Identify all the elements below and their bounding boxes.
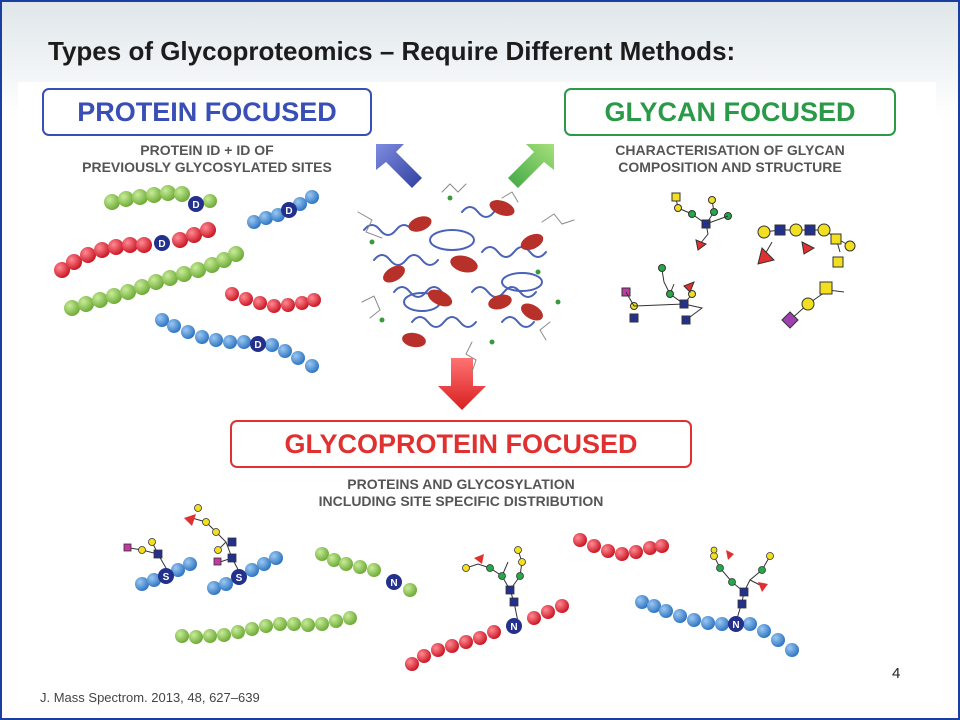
site-label-n-2: N [510,622,517,633]
protein-focused-heading: PROTEIN FOCUSED [77,97,337,127]
site-marker-d-4: D [250,336,266,352]
site-marker-s-1: S [158,568,174,584]
arrow-to-glycoprotein-focused [438,358,486,410]
citation: J. Mass Spectrom. 2013, 48, 627–639 [40,690,260,705]
glycan-focused-description: CHARACTERISATION OF GLYCAN COMPOSITION A… [564,142,896,176]
glycan-focused-box: GLYCAN FOCUSED [564,88,896,136]
protein-focused-description: PROTEIN ID + ID OF PREVIOUSLY GLYCOSYLAT… [42,142,372,176]
site-marker-n-1: N [386,574,402,590]
site-marker-n-2: N [506,618,522,634]
glycan-focused-heading: GLYCAN FOCUSED [604,97,856,127]
site-marker-d-2: D [281,202,297,218]
glycoprotein-focused-box: GLYCOPROTEIN FOCUSED [230,420,692,468]
site-label-d-4: D [254,340,261,351]
page-number: 4 [892,665,901,682]
site-label-n-3: N [732,620,739,631]
slide-title: Types of Glycoproteomics – Require Diffe… [48,36,736,66]
site-marker-n-3: N [728,616,744,632]
glycan-structures-top [621,192,856,329]
site-label-d-1: D [192,200,199,211]
protein-focused-line-2: PREVIOUSLY GLYCOSYLATED SITES [82,159,332,175]
site-label-d-3: D [158,239,165,250]
glycoprotein-focused-line-1: PROTEINS AND GLYCOSYLATION [347,476,575,492]
protein-focused-line-1: PROTEIN ID + ID OF [140,142,274,158]
figure-panel [18,82,936,664]
site-markers: D D D D S S N [154,196,744,634]
glycoprotein-focused-heading: GLYCOPROTEIN FOCUSED [284,429,638,459]
protein-structure-image [357,183,575,373]
arrow-to-glycan-focused [508,144,554,188]
arrow-to-protein-focused [376,144,422,188]
site-label-s-2: S [236,573,243,584]
glycopeptide-chains-bottom [123,504,799,671]
site-marker-d-1: D [188,196,204,212]
glycan-focused-line-2: COMPOSITION AND STRUCTURE [618,159,842,175]
glycan-focused-line-1: CHARACTERISATION OF GLYCAN [615,142,845,158]
glycoprotein-focused-line-2: INCLUDING SITE SPECIFIC DISTRIBUTION [318,493,604,509]
protein-focused-box: PROTEIN FOCUSED [42,88,372,136]
site-label-d-2: D [285,206,292,217]
site-marker-d-3: D [154,235,170,251]
site-label-n-1: N [390,578,397,589]
site-marker-s-2: S [231,569,247,585]
site-label-s-1: S [163,572,170,583]
glycoprotein-focused-description: PROTEINS AND GLYCOSYLATION INCLUDING SIT… [230,476,692,510]
peptide-chains-protein-focused [54,185,321,373]
